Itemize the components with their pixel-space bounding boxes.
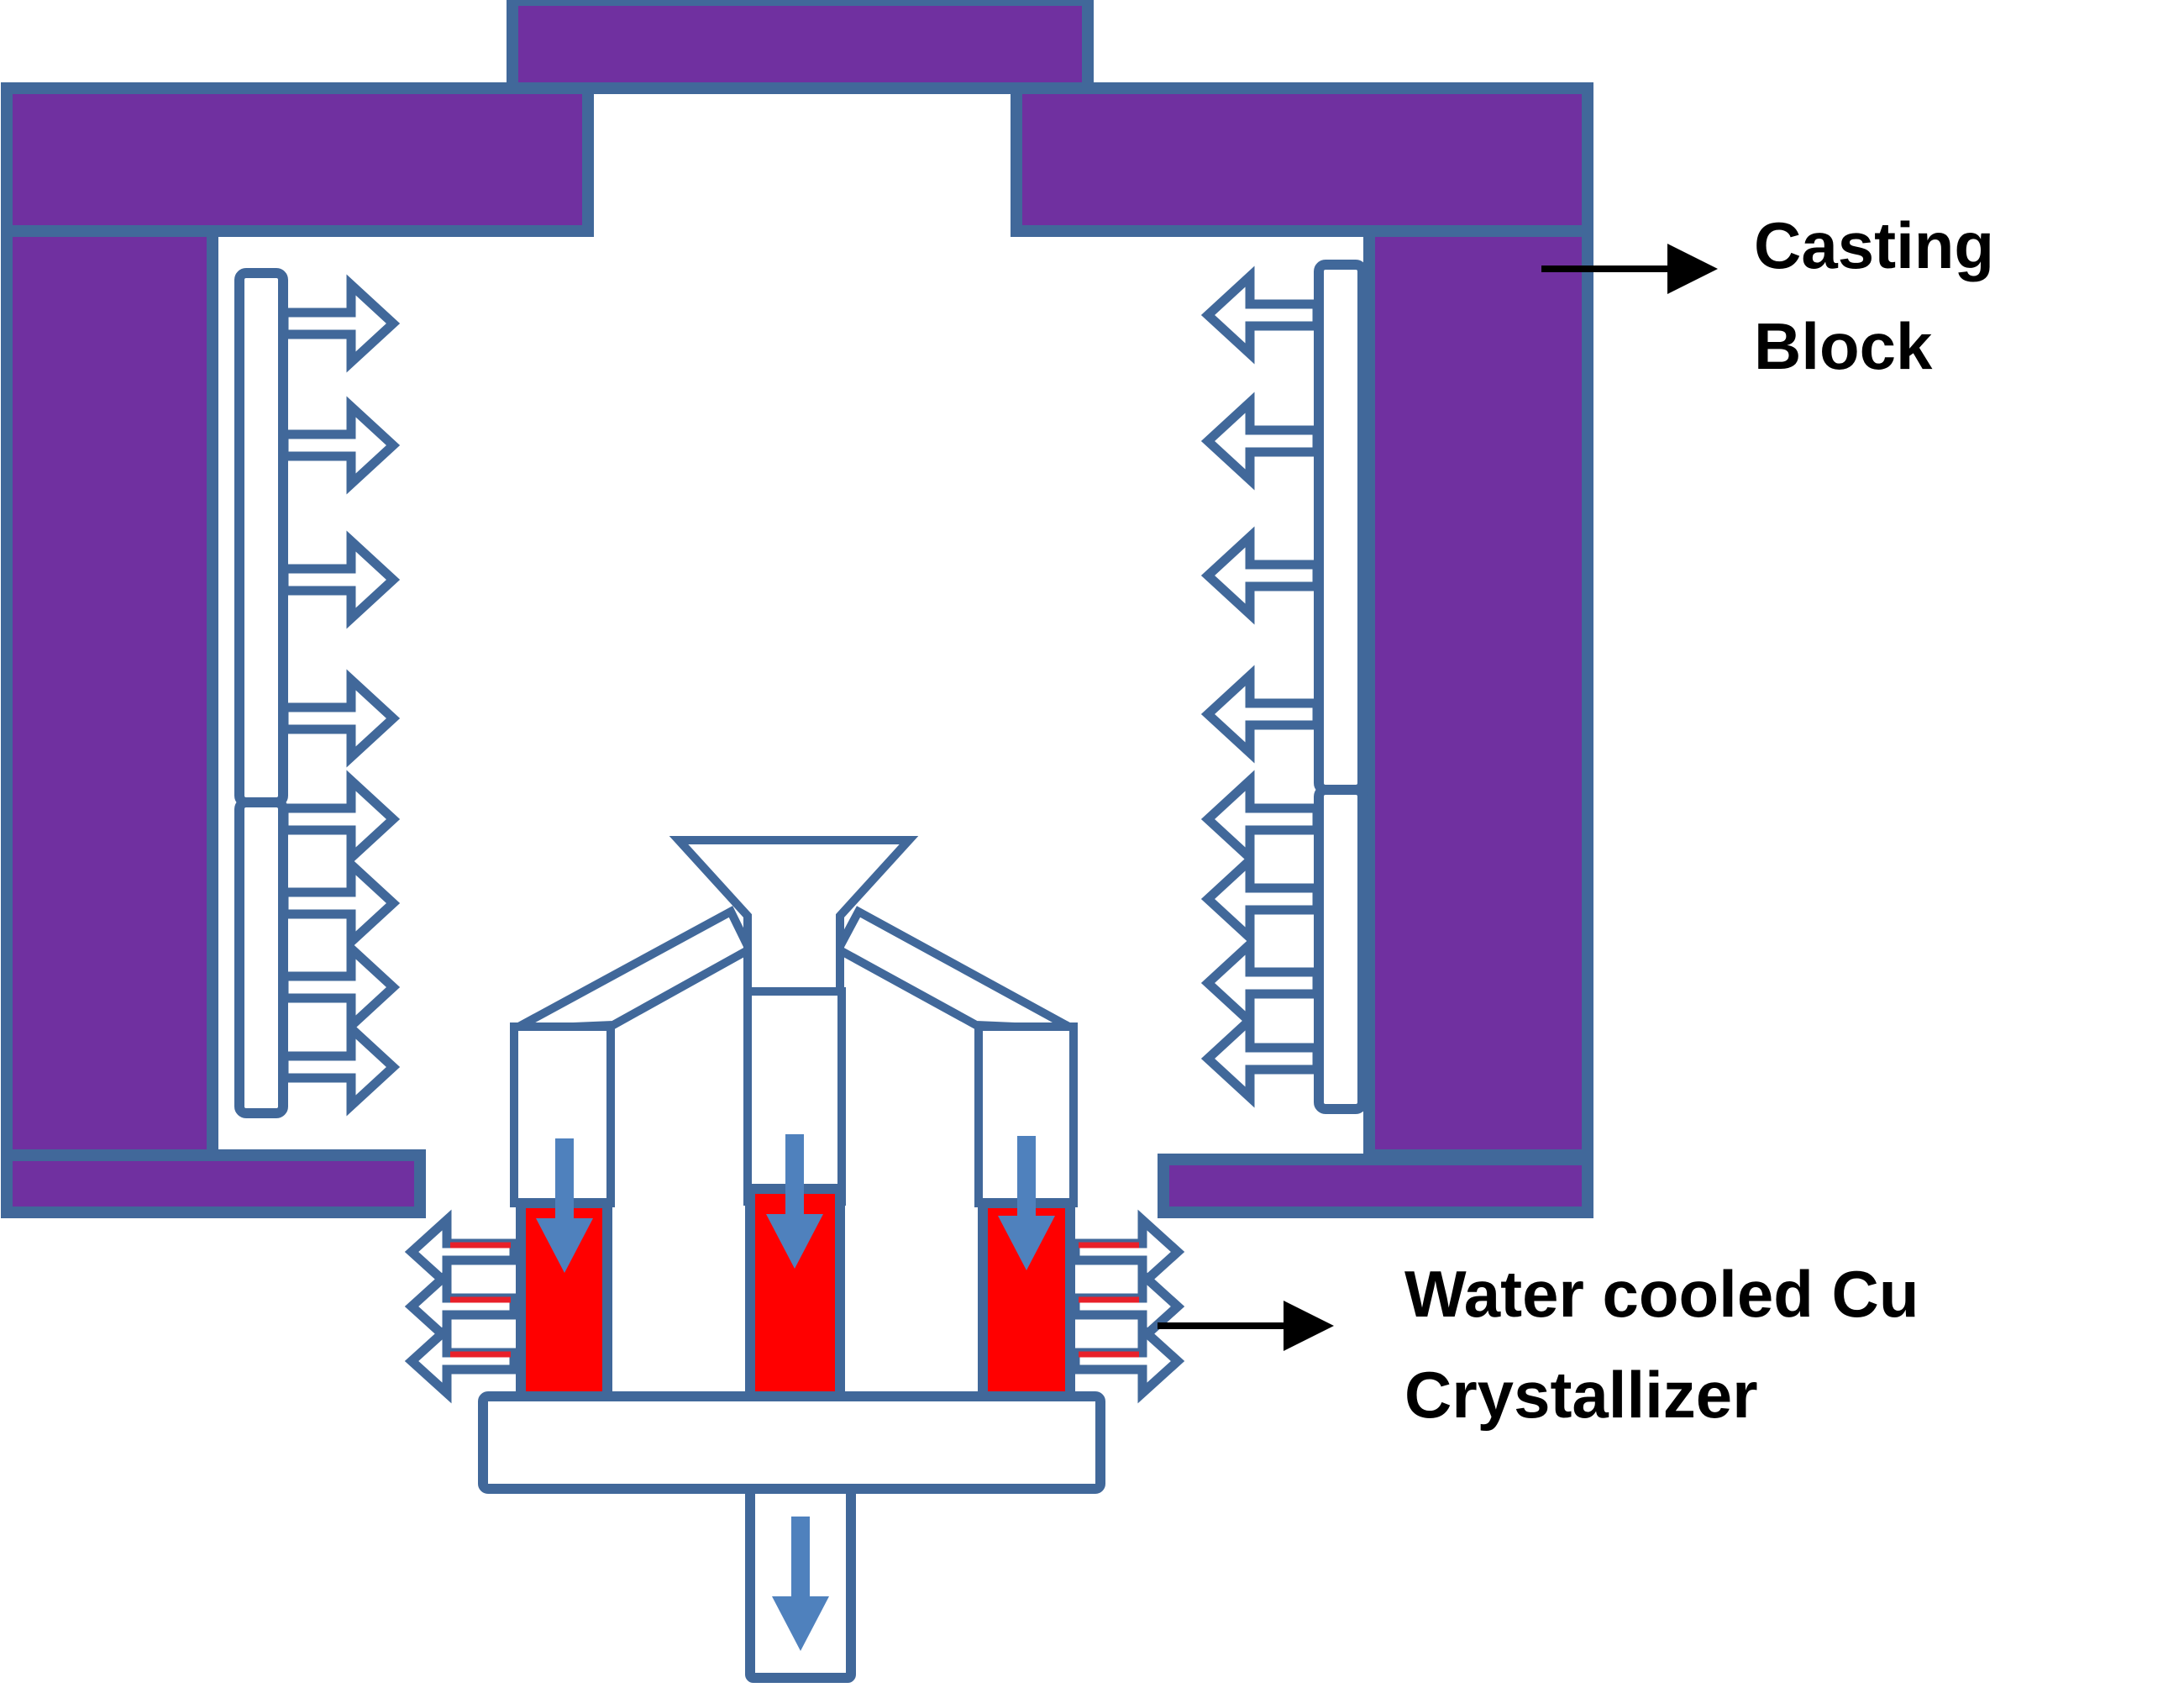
left-heater-bar-upper <box>234 268 288 807</box>
left-heater-bar-lower <box>234 797 288 1118</box>
cooling-arrow-icon <box>1075 1329 1178 1393</box>
right-heater <box>1314 260 1368 1114</box>
molds <box>516 1134 1075 1401</box>
cooling-arrow-icon <box>1075 1220 1178 1284</box>
right-heater-bar-upper <box>1314 260 1368 795</box>
casting-block-label-line1: Casting <box>1754 208 1995 282</box>
cooling-arrow-icon <box>412 1220 514 1284</box>
arrow-icon <box>1208 402 1317 480</box>
crystallizer-label-line1: Water cooled Cu <box>1404 1257 1919 1331</box>
crystallizer-label: Water cooled Cu Crystallizer <box>1404 1243 1919 1445</box>
withdrawal-assembly <box>478 1391 1105 1683</box>
runner-right <box>832 906 1076 1033</box>
arrow-icon <box>1208 860 1317 938</box>
arrow-icon <box>284 541 393 618</box>
arrow-icon <box>1208 1020 1317 1097</box>
right-heater-arrows <box>1208 276 1317 1097</box>
arrow-icon <box>284 285 393 362</box>
arrow-icon <box>284 781 393 858</box>
arrow-icon <box>1208 944 1317 1022</box>
casting-block-label: Casting Block <box>1754 195 1994 397</box>
left-cooling-arrows <box>412 1220 514 1393</box>
arrow-icon <box>284 680 393 757</box>
left-heater <box>234 268 288 1118</box>
pointer-arrow-icon <box>1158 1301 1334 1351</box>
arrow-icon <box>1208 781 1317 858</box>
casting-block-top-cap <box>507 0 1094 94</box>
casting-block-bottom-left <box>1 1149 426 1218</box>
casting-block-left-wall <box>1 225 218 1161</box>
arrow-icon <box>284 865 393 942</box>
casting-block-label-line2: Block <box>1754 309 1933 383</box>
casting-block-bottom-right <box>1158 1154 1593 1218</box>
arrow-icon <box>284 1028 393 1106</box>
arrow-icon <box>1208 537 1317 614</box>
casting-block-right-wall <box>1363 225 1593 1161</box>
crystallizer-label-line2: Crystallizer <box>1404 1358 1758 1432</box>
arrow-icon <box>1208 276 1317 354</box>
arrow-icon <box>284 407 393 484</box>
arrow-icon <box>284 949 393 1026</box>
cooling-arrow-icon <box>412 1275 514 1338</box>
casting-block-top-left <box>1 82 594 237</box>
left-heater-arrows <box>284 285 393 1106</box>
right-heater-bar-lower <box>1314 785 1368 1114</box>
arrow-icon <box>1208 676 1317 753</box>
cooling-arrow-icon <box>412 1329 514 1393</box>
casting-block <box>1 0 1593 1218</box>
runner-left <box>512 906 755 1033</box>
right-cooling-arrows <box>1075 1220 1178 1393</box>
base-plate <box>478 1391 1105 1494</box>
casting-block-top-right <box>1011 82 1593 237</box>
